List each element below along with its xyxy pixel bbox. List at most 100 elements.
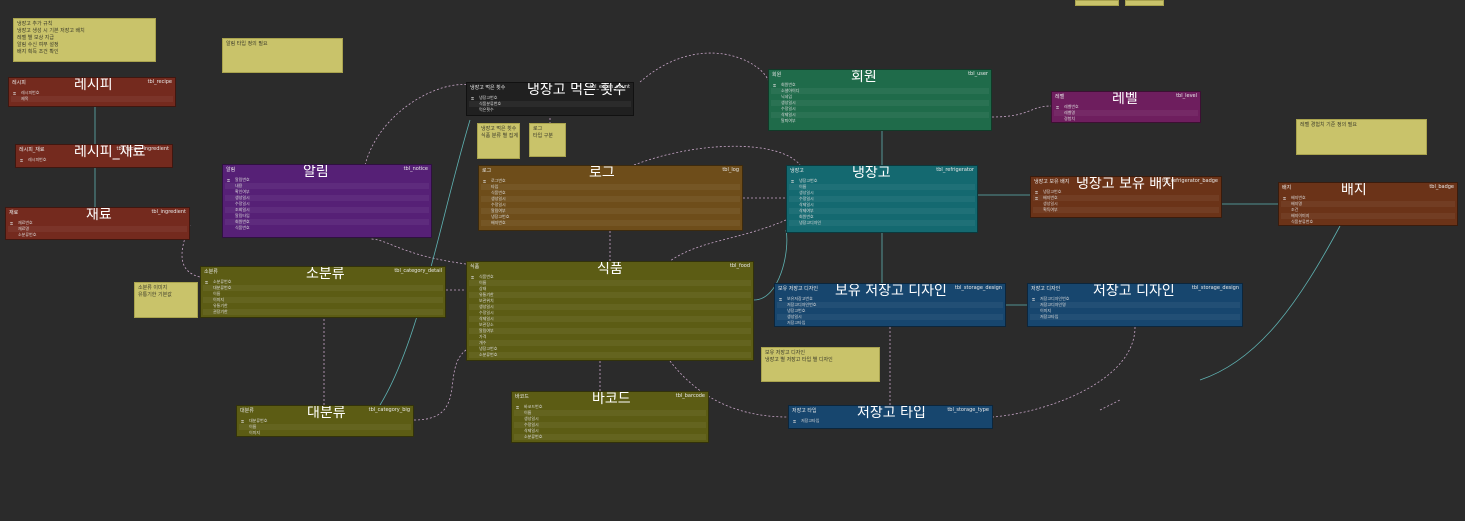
entity-column-row[interactable]: 대분류번호 (203, 285, 443, 291)
entity-column-row[interactable]: 내용 (225, 183, 429, 189)
entity-column-row[interactable]: 회원번호 (789, 214, 975, 220)
entity-column-row[interactable]: ⚿알림번호 (225, 177, 429, 183)
entity-column-row[interactable]: 이미지 (1030, 308, 1240, 314)
entity-column-row[interactable]: 소셜아이디 (771, 88, 989, 94)
entity-column-row[interactable]: 배지명 (1281, 201, 1455, 207)
entity-column-row[interactable]: ⚿로그번호 (481, 178, 740, 184)
entity-column-row[interactable]: 재료명 (8, 226, 187, 232)
entity-column-row[interactable]: 삭제일시 (789, 202, 975, 208)
entity-column-row[interactable]: 조건 (1281, 207, 1455, 213)
entity-column-row[interactable]: 타입 (481, 184, 740, 190)
entity-column-row[interactable]: 생성일시 (225, 195, 429, 201)
entity-column-row[interactable]: 닉네임 (771, 94, 989, 100)
entity-column-row[interactable]: ⚿대분류번호 (239, 418, 411, 424)
entity-column-row[interactable]: 생성일시 (481, 196, 740, 202)
entity-column-row[interactable]: 회원번호 (225, 219, 429, 225)
entity-column-row[interactable]: 보관위치 (469, 298, 751, 304)
entity-column-row[interactable]: 생성일시 (1033, 201, 1219, 207)
entity-column-row[interactable]: 삭제일시 (514, 428, 706, 434)
entity-column-row[interactable]: 배지번호 (481, 220, 740, 226)
entity-column-row[interactable]: 삭제일시 (469, 316, 751, 322)
entity-column-row[interactable]: 유통기한 (469, 292, 751, 298)
entity-column-row[interactable]: ⚿저장고디자인번호 (1030, 296, 1240, 302)
entity-column-row[interactable]: 저장고타입 (1030, 314, 1240, 320)
entity-column-row[interactable]: 이름 (469, 280, 751, 286)
entity-column-row[interactable]: 이름 (514, 410, 706, 416)
entity-column-row[interactable]: 제목 (11, 96, 173, 102)
entity-column-row[interactable]: 알림여부 (481, 208, 740, 214)
entity-column-row[interactable]: 확인여부 (225, 189, 429, 195)
entity-column-row[interactable]: 삭제일시 (771, 112, 989, 118)
entity-column-row[interactable]: 경험치 (1054, 116, 1198, 122)
entity-column-row[interactable]: 이미지 (239, 430, 411, 436)
entity-column-row[interactable]: 소분류번호 (469, 352, 751, 358)
entity-column-row[interactable]: 저장고디자인번호 (777, 302, 1003, 308)
entity-column-row[interactable]: 생성일시 (469, 304, 751, 310)
entity-column-row[interactable]: 식품분류번호 (1281, 219, 1455, 225)
entity-column-row[interactable]: 냉장고번호 (469, 346, 751, 352)
entity-column-row[interactable]: 레벨명 (1054, 110, 1198, 116)
entity-column-row[interactable]: ⚿재료번호 (8, 220, 187, 226)
entity-column-row[interactable]: 식품번호 (225, 225, 429, 231)
entity-column-row[interactable]: ⚿냉장고번호 (469, 95, 631, 101)
entity-column-row[interactable]: 수정일시 (481, 202, 740, 208)
entity-column-row[interactable]: 유통기한 (203, 303, 443, 309)
entity-column-row[interactable]: ⚿배지번호 (1281, 195, 1455, 201)
entity-column-row[interactable]: 이름 (203, 291, 443, 297)
entity-column-row[interactable]: 생성일시 (789, 190, 975, 196)
entity-column-row[interactable]: 가격 (469, 334, 751, 340)
entity-column-row[interactable]: 알림여부 (469, 328, 751, 334)
entity-column-row[interactable]: ⚿회원번호 (771, 82, 989, 88)
entity-column-row[interactable]: ⚿냉장고번호 (1033, 189, 1219, 195)
note-level[interactable]: 레벨 경험치 기준 정의 필요 (1296, 119, 1427, 155)
entity-column-row[interactable]: 삭제여부 (789, 208, 975, 214)
entity-column-row[interactable]: 알림타입 (225, 213, 429, 219)
entity-column-row[interactable]: ⚿냉장고번호 (789, 178, 975, 184)
entity-column-row[interactable]: 수정일시 (771, 106, 989, 112)
entity-column-row[interactable]: ⚿배지번호 (1033, 195, 1219, 201)
entity-column-row[interactable]: 배지이미지 (1281, 213, 1455, 219)
entity-column-row[interactable]: 냉장고번호 (481, 214, 740, 220)
entity-column-row[interactable]: 소분류번호 (8, 232, 187, 238)
entity-column-row[interactable]: 식품번호 (481, 190, 740, 196)
entity-column-row[interactable]: ⚿바코드번호 (514, 404, 706, 410)
entity-column-row[interactable]: 상태 (469, 286, 751, 292)
entity-column-row[interactable]: 권장기한 (203, 309, 443, 315)
entity-column-row[interactable]: 저장고디자인명 (1030, 302, 1240, 308)
entity-column-row[interactable]: 냉장고디자인 (789, 220, 975, 226)
entity-column-row[interactable]: ⚿식품번호 (469, 274, 751, 280)
entity-column-row[interactable]: 먹은횟수 (469, 107, 631, 113)
